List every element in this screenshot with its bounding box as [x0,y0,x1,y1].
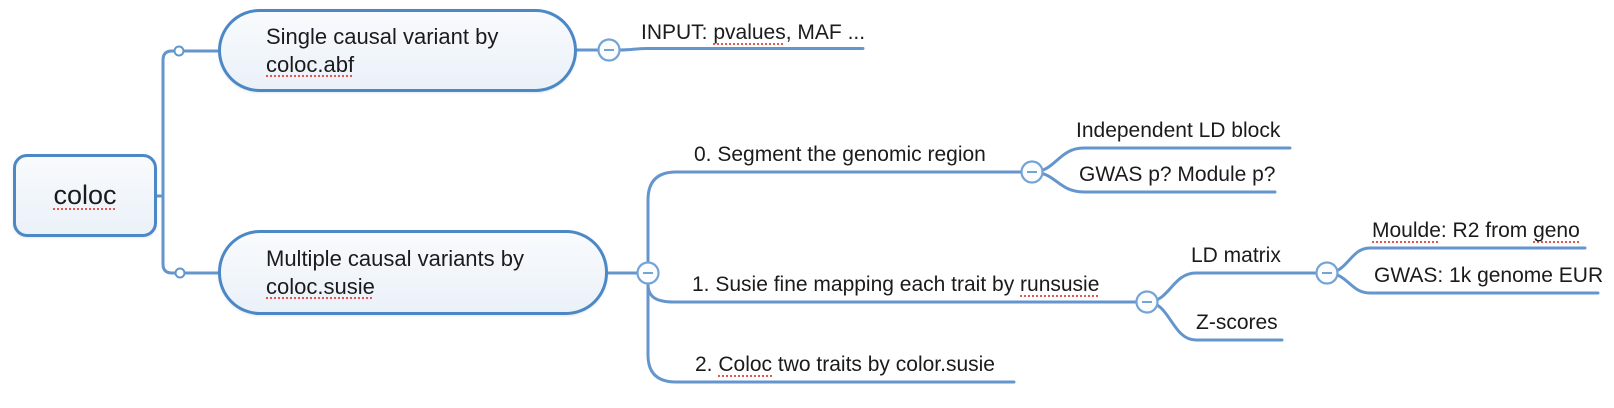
connector-dot-icon [173,45,185,57]
connector-root-trunk [155,49,220,275]
subtopic-z-scores[interactable]: Z-scores [1196,311,1278,334]
collapse-button-finemap[interactable] [1135,290,1159,314]
collapse-buttons [597,38,1339,314]
topic-label: Multiple causal variants by coloc.susie [266,246,525,299]
connector-dot-icon [174,267,186,279]
subtopic-gwas-1k-genome-eur[interactable]: GWAS: 1k genome EUR [1374,264,1604,287]
subtopic-moulde-r2-from-geno[interactable]: Moulde: R2 from geno [1372,219,1580,242]
subtopic-susie-fine-mapping[interactable]: 1. Susie fine mapping each trait by runs… [692,273,1100,296]
root-topic-coloc[interactable]: coloc [13,154,157,237]
connector-dots [173,45,186,279]
subtopic-input-pvalues[interactable]: INPUT: pvalues, MAF ... [641,21,866,44]
subtopic-ld-matrix[interactable]: LD matrix [1191,244,1281,267]
topic-label: Single causal variant by coloc.abf [266,24,499,77]
subtopic-gwas-p-module-p[interactable]: GWAS p? Module p? [1079,163,1276,186]
collapse-button-susie[interactable] [636,261,660,285]
topic-single-causal-variant[interactable]: Single causal variant by coloc.abf [218,9,577,92]
subtopic-segment-genomic-region[interactable]: 0. Segment the genomic region [694,143,986,166]
subtopic-coloc-two-traits[interactable]: 2. Coloc two traits by color.susie [695,353,995,376]
collapse-button-ldmatrix[interactable] [1315,261,1339,285]
collapse-button-segment[interactable] [1020,160,1044,184]
subtopic-independent-ld-block[interactable]: Independent LD block [1076,119,1281,142]
topic-multiple-causal-variants[interactable]: Multiple causal variants by coloc.susie [218,230,608,315]
connector-abf-branch [575,47,865,52]
collapse-button-abf[interactable] [597,38,621,62]
root-topic-label: coloc [53,180,117,210]
